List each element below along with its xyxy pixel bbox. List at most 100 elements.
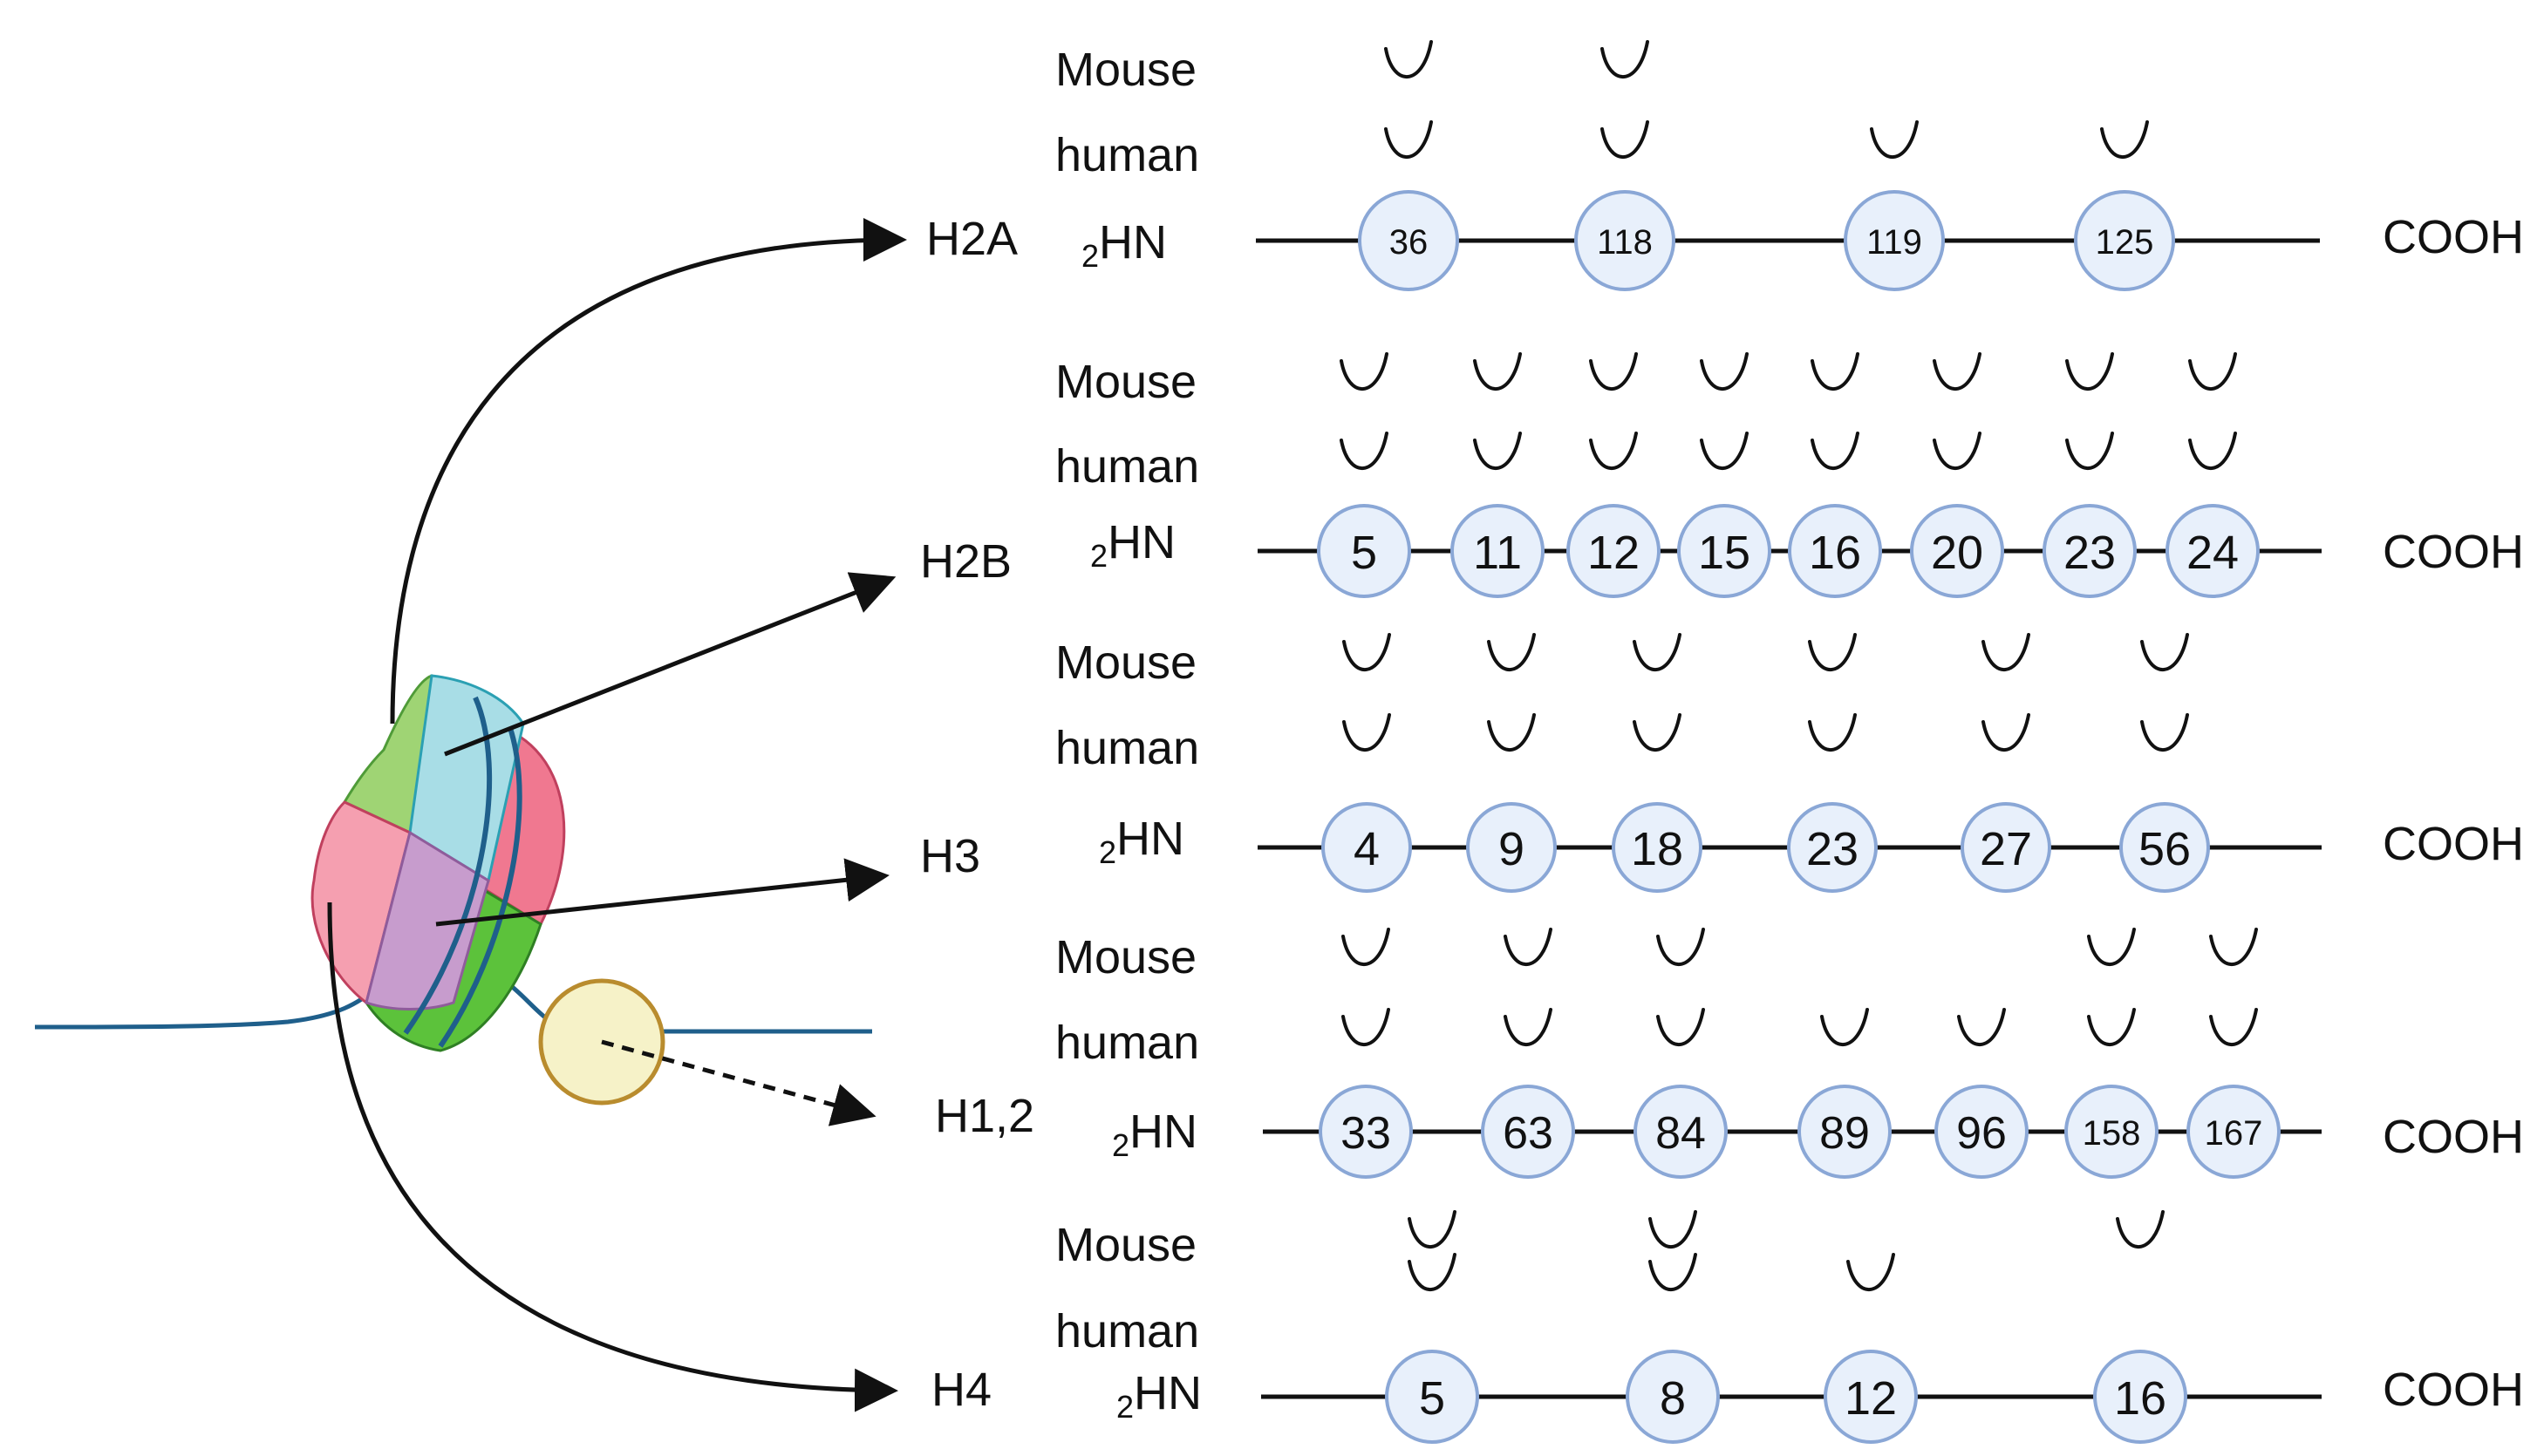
modification-site <box>1358 190 1459 291</box>
histone-name: H4 <box>931 1364 992 1416</box>
site-number: 167 <box>2205 1114 2263 1153</box>
human-check-mark <box>1648 1253 1697 1291</box>
human-check-mark <box>1504 1008 1552 1046</box>
human-check-mark <box>1870 120 1919 159</box>
site-number: 119 <box>1866 223 1922 262</box>
site-number: 36 <box>1389 223 1429 262</box>
modification-site <box>1797 1085 1892 1179</box>
human-check-mark <box>2188 432 2237 470</box>
mouse-check-mark <box>1633 633 1681 671</box>
mouse-check-mark <box>1648 1210 1697 1248</box>
mouse-check-mark <box>2116 1210 2165 1248</box>
human-check-mark <box>1384 120 1433 159</box>
modification-site <box>2165 504 2260 598</box>
species-label-human: human <box>1055 1305 1199 1357</box>
site-number: 12 <box>1845 1372 1897 1425</box>
species-label-mouse: Mouse <box>1055 44 1197 96</box>
histone-name: H1,2 <box>935 1090 1034 1142</box>
mouse-check-mark <box>1600 40 1649 78</box>
c-terminus-label: COOH <box>2383 1111 2524 1163</box>
human-check-mark <box>1473 432 1522 470</box>
mouse-check-mark <box>1342 633 1391 671</box>
mouse-check-mark <box>1384 40 1433 78</box>
modification-site <box>1633 1085 1728 1179</box>
dna-wrap-2 <box>438 727 522 1048</box>
modification-site <box>1788 504 1882 598</box>
histone-purple-middle <box>365 830 490 1010</box>
site-number: 5 <box>1351 527 1377 579</box>
mouse-check-mark <box>1811 352 1859 391</box>
site-number: 16 <box>1809 527 1861 579</box>
site-number: 9 <box>1498 823 1524 875</box>
mouse-check-mark <box>2140 633 2189 671</box>
mouse-check-mark <box>2087 928 2136 966</box>
histone-pink-left <box>310 800 412 1005</box>
site-number: 84 <box>1655 1108 1706 1159</box>
human-check-mark <box>1808 713 1857 752</box>
modification-site <box>1626 1350 1720 1444</box>
modification-site <box>1824 1350 1918 1444</box>
modification-site <box>2093 1350 2187 1444</box>
modification-site <box>2043 504 2137 598</box>
n-terminus-label: 2HN <box>1116 1367 1202 1425</box>
human-check-mark <box>1589 432 1638 470</box>
arrow-to-h2b <box>444 572 897 757</box>
human-check-mark <box>2100 120 2149 159</box>
human-check-mark <box>1408 1253 1456 1291</box>
site-number: 15 <box>1698 527 1750 579</box>
site-number: 125 <box>2096 223 2154 262</box>
site-number: 11 <box>1473 527 1522 579</box>
modification-site <box>1566 504 1661 598</box>
modification-site <box>1934 1085 2029 1179</box>
human-check-mark <box>1633 713 1681 752</box>
mouse-check-mark <box>1933 352 1981 391</box>
site-number: 63 <box>1503 1108 1553 1159</box>
site-number: 20 <box>1931 527 1983 579</box>
modification-site <box>1844 190 1945 291</box>
human-check-mark <box>1846 1253 1895 1291</box>
modification-site <box>1910 504 2004 598</box>
mouse-check-mark <box>1473 352 1522 391</box>
human-check-mark <box>2209 1008 2258 1046</box>
site-number: 33 <box>1340 1108 1391 1159</box>
modification-site <box>1787 802 1878 893</box>
human-check-mark <box>1700 432 1749 470</box>
site-number: 5 <box>1419 1372 1445 1425</box>
site-number: 56 <box>2138 823 2191 875</box>
c-terminus-label: COOH <box>2383 211 2524 263</box>
site-number: 4 <box>1354 823 1380 875</box>
modification-site <box>1677 504 1771 598</box>
human-check-mark <box>1341 1008 1390 1046</box>
human-check-mark <box>1957 1008 2006 1046</box>
species-label-mouse: Mouse <box>1055 356 1197 408</box>
modification-site <box>2064 1085 2159 1179</box>
modification-site <box>2074 190 2175 291</box>
mouse-check-mark <box>1504 928 1552 966</box>
modification-site <box>1466 802 1557 893</box>
modification-site <box>2119 802 2210 893</box>
modification-site <box>1385 1350 1479 1444</box>
human-check-mark <box>1342 713 1391 752</box>
site-number: 96 <box>1956 1108 2007 1159</box>
species-label-mouse: Mouse <box>1055 1219 1197 1271</box>
species-label-human: human <box>1055 1017 1199 1069</box>
n-terminus-label: 2HN <box>1090 516 1176 574</box>
species-label-human: human <box>1055 722 1199 774</box>
histone-name: H2A <box>926 213 1018 265</box>
human-check-mark <box>1981 713 2030 752</box>
arrow-to-h2a <box>390 218 907 725</box>
mouse-check-mark <box>1981 633 2030 671</box>
modification-site <box>1612 802 1702 893</box>
human-check-mark <box>2087 1008 2136 1046</box>
mouse-check-mark <box>1408 1210 1456 1248</box>
human-check-mark <box>1933 432 1981 470</box>
c-terminus-label: COOH <box>2383 1364 2524 1416</box>
human-check-mark <box>1656 1008 1705 1046</box>
dna-wrap-1 <box>403 696 493 1035</box>
human-check-mark <box>1340 432 1388 470</box>
